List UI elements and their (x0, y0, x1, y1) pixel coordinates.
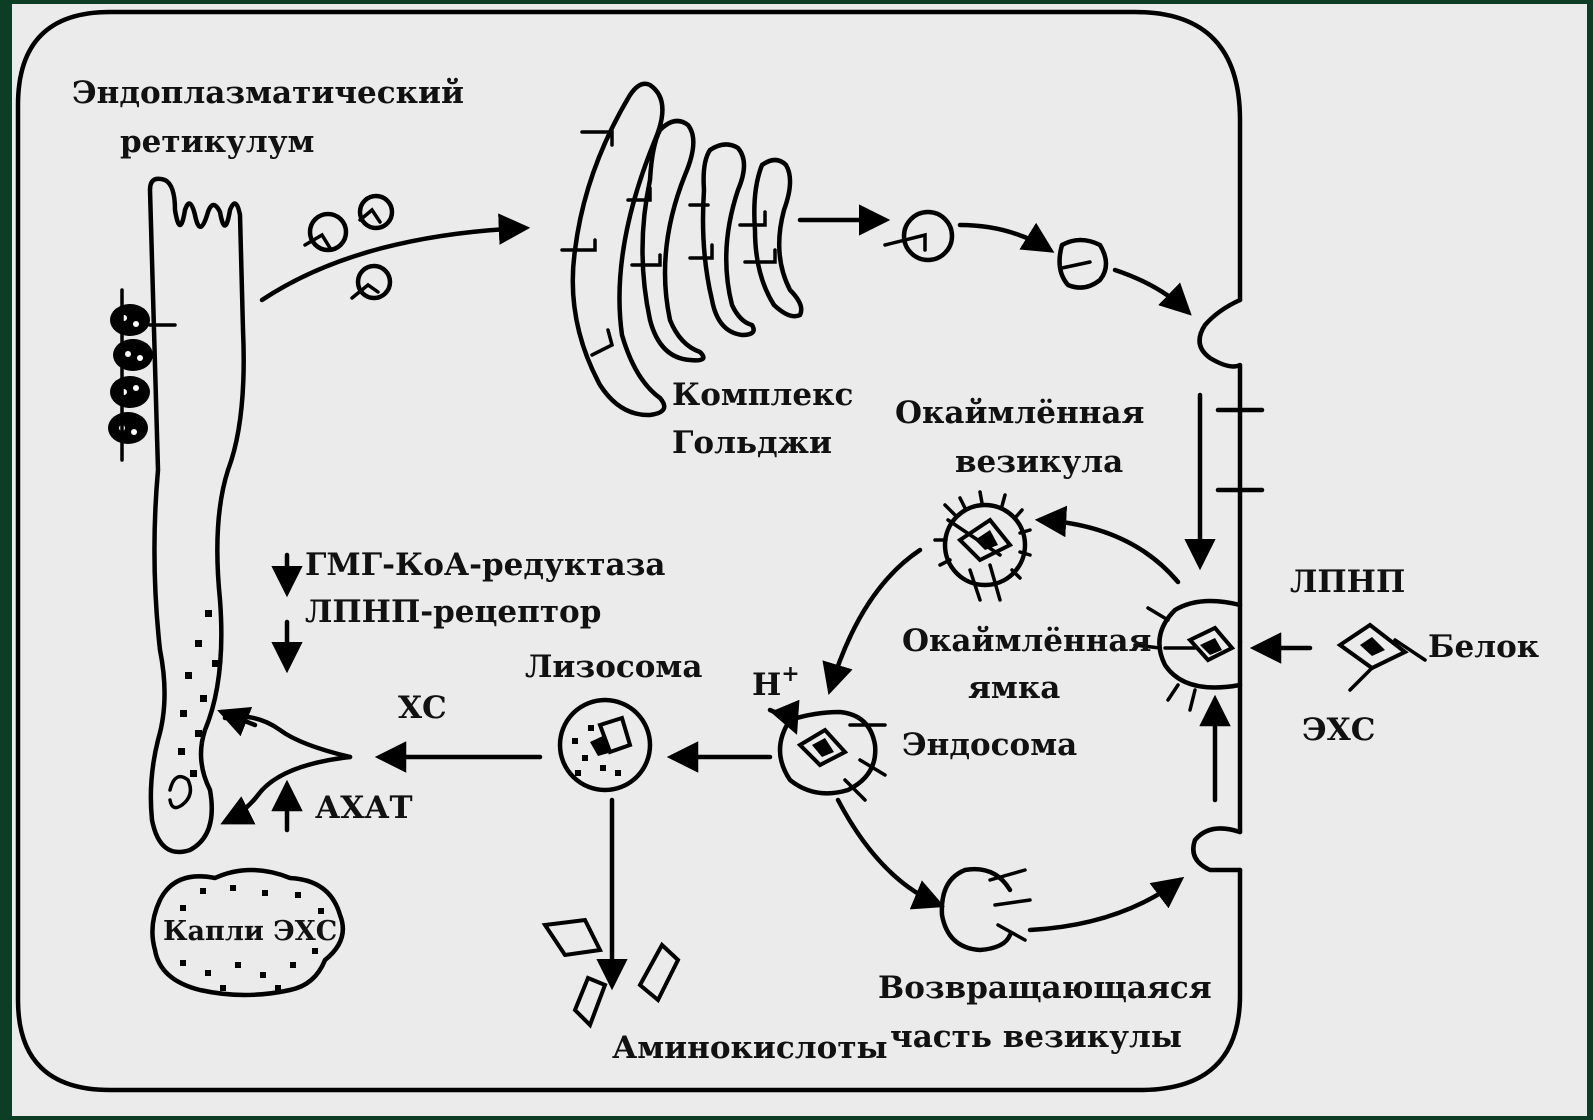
coated-pit-label-line2: ямка (968, 670, 1060, 706)
golgi-label-line1: Комплекс (672, 377, 853, 413)
endosome-label: Эндосома (902, 727, 1077, 763)
returning-label-line1: Возвращающаяся (878, 970, 1212, 1006)
cell-panel (12, 4, 1587, 1116)
acat-label: АХАТ (315, 790, 413, 826)
coated-vesicle-label-line1: Окаймлённая (895, 395, 1144, 431)
amino-acids-label: Аминокислоты (612, 1030, 888, 1066)
golgi-label-line2: Гольджи (672, 425, 832, 461)
lysosome-label: Лизосома (525, 649, 702, 685)
ehs-droplets-label: Капли ЭХС (163, 916, 337, 947)
hs-label: ХС (398, 690, 447, 726)
ehs-label: ЭХС (1302, 712, 1375, 748)
er-label-line2: ретикулум (120, 124, 314, 160)
ldl-receptor-label: ЛПНП-рецептор (305, 594, 601, 630)
protein-label: Белок (1428, 629, 1540, 665)
coated-vesicle-label-line2: везикула (955, 444, 1123, 480)
ldl-label: ЛПНП (1290, 564, 1405, 600)
er-label-line1: Эндоплазматический (72, 75, 464, 111)
hmg-reductase-label: ГМГ-КоА-редуктаза (305, 547, 665, 583)
coated-pit-label-line1: Окаймлённая (902, 623, 1151, 659)
returning-label-line2: часть везикулы (890, 1019, 1182, 1055)
